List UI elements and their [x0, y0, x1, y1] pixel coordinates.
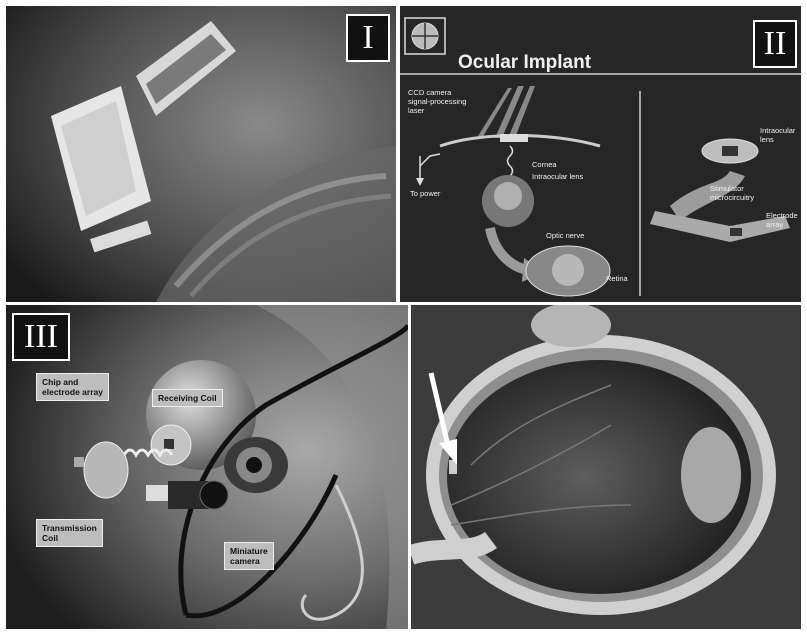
label-electrode-array: Electrode array — [766, 211, 798, 229]
diagram-title: Ocular Implant — [458, 52, 591, 74]
implant-photo — [6, 6, 396, 302]
panel-numeral-ii: II — [753, 20, 797, 68]
label-intraocular-lens-right: Intraocular lens — [760, 126, 795, 144]
panel-numeral-i: I — [346, 14, 390, 62]
label-ccd-camera: CCD camera signal-processing laser — [408, 88, 466, 115]
panel-ii-diagram: Ocular Implant II CCD camera signal-proc… — [400, 6, 801, 302]
eye-cross-section — [411, 305, 801, 629]
callout-receiving-coil: Receiving Coil — [152, 389, 223, 407]
callout-chip-electrode-array: Chip and electrode array — [36, 373, 109, 401]
label-stimulator-microcircuitry: Stimulator microcircuitry — [710, 184, 754, 202]
callout-transmission-coil: Transmission Coil — [36, 519, 103, 547]
callout-miniature-camera: Miniature camera — [224, 542, 274, 570]
label-intraocular-lens: Intraocular lens — [532, 172, 583, 181]
label-retina: Retina — [606, 274, 628, 283]
label-cornea: Cornea — [532, 160, 557, 169]
ocular-implant-diagram — [400, 6, 801, 302]
panel-iii-illustration: III Chip and electrode array Receiving C… — [6, 305, 408, 629]
label-to-power: To power — [410, 189, 440, 198]
panel-i-photo: I — [6, 6, 396, 302]
label-optic-nerve: Optic nerve — [546, 231, 584, 240]
panel-numeral-iii: III — [12, 313, 70, 361]
panel-iv-eye-cross-section — [411, 305, 801, 629]
